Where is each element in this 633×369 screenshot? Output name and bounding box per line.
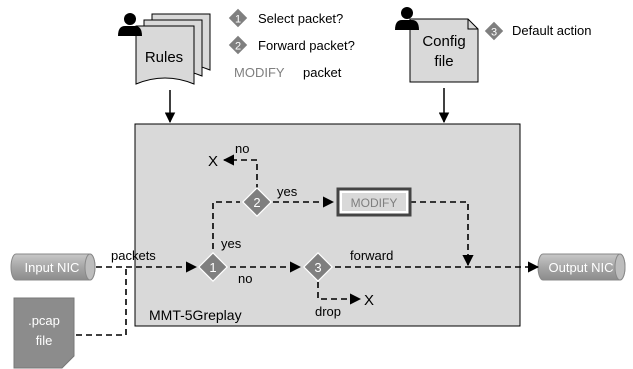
- pcap-label-line1: .pcap: [28, 313, 60, 328]
- legend-step-2: 2 Forward packet?: [227, 34, 355, 56]
- modify-box: MODIFY: [336, 187, 412, 217]
- engine-name: MMT-5Greplay: [149, 307, 242, 323]
- yes-label-bottom: yes: [221, 236, 242, 251]
- pcap-file: .pcap file: [13, 297, 75, 369]
- output-nic: Output NIC: [537, 253, 626, 281]
- config-label-line1: Config: [422, 33, 465, 50]
- decision-diamond-1: 1: [198, 252, 228, 282]
- output-nic-label: Output NIC: [548, 260, 613, 275]
- packets-label: packets: [111, 248, 156, 263]
- legend-step-2-label: Forward packet?: [258, 38, 355, 53]
- x-reject-top: X: [208, 153, 218, 170]
- svg-text:2: 2: [253, 195, 260, 210]
- no-label-top: no: [235, 141, 249, 156]
- rules-document: Rules: [118, 13, 211, 85]
- svg-text:1: 1: [209, 260, 216, 275]
- legend: 1 Select packet? 2 Forward packet? MODIF…: [227, 7, 592, 80]
- decision-diamond-2: 2: [242, 187, 272, 217]
- svg-text:1: 1: [235, 14, 241, 26]
- pcap-label-line2: file: [36, 333, 53, 348]
- config-file-document: Config file: [395, 7, 479, 83]
- legend-modify-word: MODIFY: [234, 65, 285, 80]
- legend-modify: MODIFY packet: [234, 65, 342, 80]
- decision-diamond-3: 3: [303, 252, 333, 282]
- user-icon: [118, 13, 142, 36]
- svg-text:3: 3: [491, 27, 497, 39]
- x-drop: X: [364, 292, 374, 309]
- legend-step-3-label: Default action: [512, 23, 592, 38]
- input-nic: Input NIC: [10, 253, 96, 281]
- input-nic-label: Input NIC: [25, 260, 80, 275]
- drop-label: drop: [315, 304, 341, 319]
- yes-label-top: yes: [277, 184, 298, 199]
- svg-text:3: 3: [314, 260, 321, 275]
- modify-box-label: MODIFY: [351, 196, 398, 210]
- legend-modify-suffix: packet: [303, 65, 342, 80]
- legend-step-3: 3 Default action: [483, 20, 592, 42]
- config-label-line2: file: [434, 53, 453, 70]
- engine-box: [134, 123, 521, 327]
- no-label-bottom: no: [238, 271, 252, 286]
- legend-step-1: 1 Select packet?: [227, 7, 343, 29]
- rules-label: Rules: [145, 49, 183, 66]
- forward-label: forward: [350, 248, 393, 263]
- svg-text:2: 2: [235, 41, 241, 53]
- legend-step-1-label: Select packet?: [258, 11, 343, 26]
